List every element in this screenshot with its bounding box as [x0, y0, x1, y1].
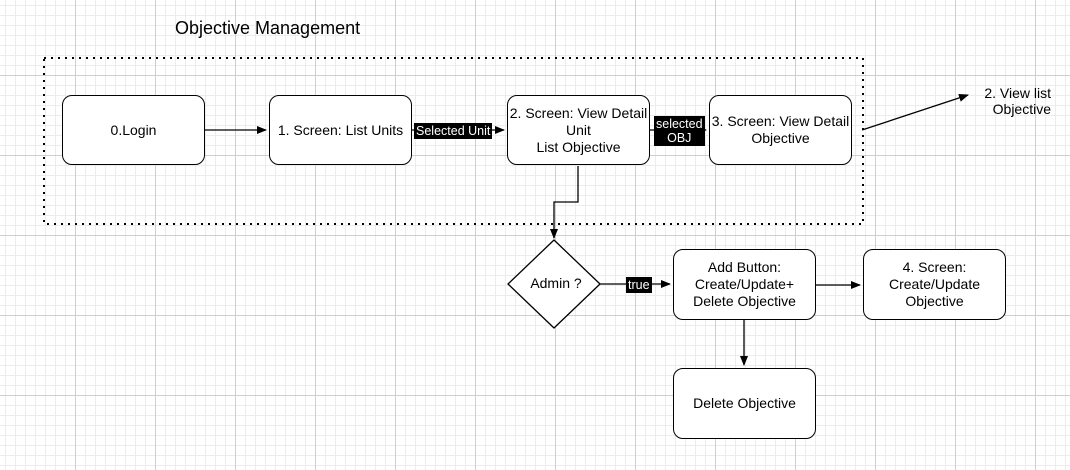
edge-label-selected-obj: selected OBJ — [654, 116, 705, 146]
diagram-title: Objective Management — [175, 18, 361, 38]
add-button-node[interactable]: Add Button: Create/Update+ Delete Object… — [673, 249, 816, 320]
view-detail-unit-screen-node[interactable]: 2. Screen: View Detail Unit List Objecti… — [507, 95, 650, 165]
delete-objective-node[interactable]: Delete Objective — [673, 368, 816, 439]
admin-decision-diamond[interactable] — [507, 239, 601, 329]
edge-label-true: true — [626, 277, 652, 293]
edge-view-detail-objective-to-view-list[interactable] — [861, 94, 969, 131]
create-update-screen-node[interactable]: 4. Screen: Create/Update Objective — [863, 249, 1006, 320]
objective-management-group-boundary — [43, 57, 864, 225]
view-list-objective-text: 2. View list Objective — [984, 85, 1051, 117]
login-node[interactable]: 0.Login — [62, 95, 205, 165]
list-units-screen-node[interactable]: 1. Screen: List Units — [269, 95, 412, 165]
admin-decision-label: Admin ? — [530, 275, 582, 291]
view-detail-objective-screen-node[interactable]: 3. Screen: View Detail Objective — [709, 95, 852, 165]
edge-label-selected-unit: Selected Unit — [414, 123, 493, 139]
edge-view-detail-unit-to-admin-decision[interactable] — [550, 166, 579, 239]
